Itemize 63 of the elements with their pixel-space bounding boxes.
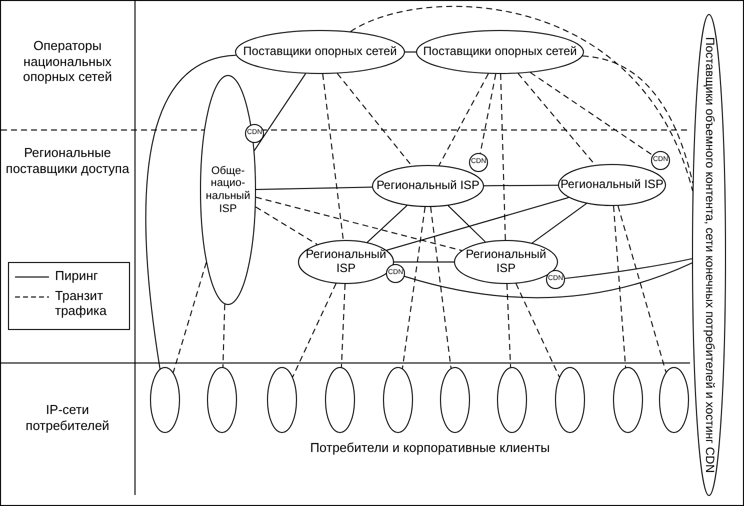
dashed-connector xyxy=(500,74,506,240)
network-ellipse xyxy=(659,367,689,433)
network-ellipse xyxy=(325,367,355,433)
network-ellipse xyxy=(613,367,643,433)
group-label: Потребители и корпоративные клиенты xyxy=(309,440,551,456)
connector-line xyxy=(484,184,558,186)
network-ellipse xyxy=(440,367,470,433)
isp-ellipse xyxy=(558,164,666,206)
network-ellipse xyxy=(497,367,527,433)
dashed-connector xyxy=(255,206,318,245)
node-label: Региональный ISP xyxy=(464,248,548,276)
dashed-connector xyxy=(480,73,496,154)
backbone-ellipse xyxy=(416,30,584,74)
cdn-circle xyxy=(469,153,488,172)
dashed-connector xyxy=(336,73,412,166)
backbone-ellipse xyxy=(235,30,405,74)
dashed-connector xyxy=(516,283,560,378)
dashed-connector xyxy=(582,56,694,184)
tier-label: Региональные поставщики доступа xyxy=(4,145,130,176)
connector-line xyxy=(386,197,570,251)
content-ellipse xyxy=(692,14,726,496)
cdn-circle xyxy=(386,264,405,283)
dashed-connector xyxy=(618,205,666,373)
connector-line xyxy=(532,203,588,244)
tier-label: IP-сети потребителей xyxy=(24,402,110,434)
network-ellipse xyxy=(555,367,585,433)
network-ellipse xyxy=(383,367,413,433)
dashed-connector xyxy=(255,196,462,252)
cdn-circle xyxy=(651,151,670,170)
node-label: Региональный ISP xyxy=(560,178,664,192)
legend-text: Пиринг xyxy=(55,269,100,284)
node-label: Региональный ISP xyxy=(376,179,480,193)
connector-line xyxy=(564,258,692,279)
connector-line xyxy=(145,54,236,370)
dashed-connector xyxy=(506,284,512,368)
dashed-connector xyxy=(222,304,226,368)
dashed-connector xyxy=(438,73,489,166)
dashed-connector xyxy=(350,6,694,192)
node-label: Поставщики опорных сетей xyxy=(423,45,577,59)
connector-line xyxy=(256,186,373,190)
network-ellipse xyxy=(207,367,237,433)
tier-label: Операторы национальных опорных сетей xyxy=(22,38,113,85)
node-label: Поставщики опорных сетей xyxy=(243,45,397,59)
connector-line xyxy=(404,262,692,298)
connector-line xyxy=(254,73,306,152)
dashed-connector xyxy=(530,72,654,156)
dashed-connector xyxy=(172,262,207,373)
isp-ellipse xyxy=(372,165,484,207)
cdn-circle xyxy=(546,270,565,289)
dashed-connector xyxy=(402,206,426,369)
dashed-connector xyxy=(292,283,337,378)
node-label: Обще- нацио- нальный ISP xyxy=(204,164,252,216)
legend-text: Транзит трафика xyxy=(55,289,108,319)
dashed-connector xyxy=(613,206,626,368)
network-ellipse xyxy=(267,367,297,433)
cdn-circle xyxy=(245,124,264,143)
network-ellipse xyxy=(150,367,180,433)
node-label: Поставщики объемного контента, сети конечных потребителей и хостинг CDN xyxy=(702,37,716,473)
dashed-connector xyxy=(322,74,344,241)
dashed-connector xyxy=(340,284,346,368)
connector-line xyxy=(366,204,408,243)
dashed-connector xyxy=(430,206,452,369)
connector-line xyxy=(448,205,486,242)
